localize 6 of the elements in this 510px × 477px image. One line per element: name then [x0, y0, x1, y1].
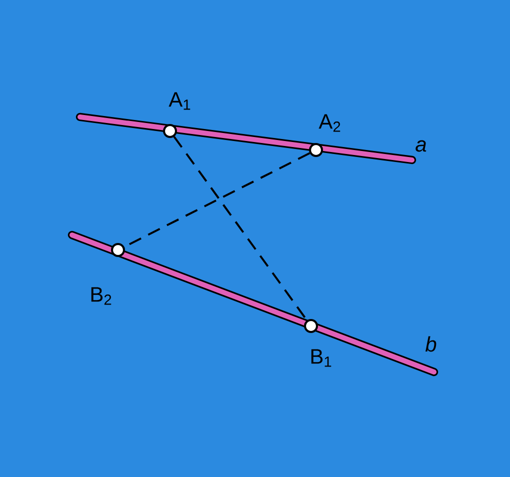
line-label: a [416, 140, 426, 152]
point-label: B$_{1}$ [311, 349, 332, 367]
point-label: A$_{1}$ [168, 92, 190, 110]
point-label: A$_{2}$ [318, 114, 340, 132]
line-label: b [425, 336, 436, 352]
point-label: B$_{2}$ [91, 287, 112, 305]
